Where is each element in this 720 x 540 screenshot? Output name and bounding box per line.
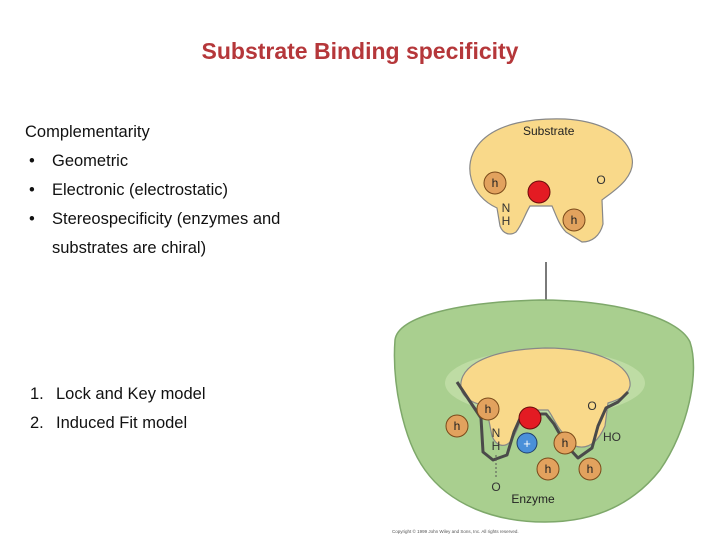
bound-h-circle-left bbox=[476, 397, 500, 421]
substrate-label: Substrate bbox=[523, 124, 575, 138]
enzyme-h-circle-outer-left bbox=[445, 414, 469, 438]
bullet-stereospecificity: Stereospecificity (enzymes and substrate… bbox=[25, 205, 355, 263]
bound-o-label: O bbox=[587, 399, 596, 413]
model-list: 1.Lock and Key model 2.Induced Fit model bbox=[30, 380, 206, 438]
bound-n-label: N bbox=[492, 426, 501, 440]
substrate-n-label: N bbox=[502, 201, 511, 215]
bound-h-circle-right bbox=[553, 431, 577, 455]
bound-h-text-right: h bbox=[562, 436, 569, 450]
copyright-text: Copyright © 1999 John Wiley and Sons, In… bbox=[392, 528, 519, 534]
bound-negative-charge bbox=[518, 406, 542, 430]
bound-hydrogen-label: H bbox=[492, 439, 501, 453]
content-block: Complementarity Geometric Electronic (el… bbox=[25, 118, 355, 263]
substrate-h-circle-right bbox=[562, 208, 586, 232]
bullet-geometric: Geometric bbox=[25, 147, 355, 176]
enzyme-label: Enzyme bbox=[511, 492, 555, 506]
slide-title: Substrate Binding specificity bbox=[201, 38, 519, 64]
enzyme-pocket-outline bbox=[455, 381, 630, 462]
enzyme-ho-label: HO bbox=[603, 430, 621, 444]
enzyme-h-text-outer-left: h bbox=[454, 419, 461, 433]
complementarity-heading: Complementarity bbox=[25, 123, 150, 141]
model-induced-fit: 2.Induced Fit model bbox=[30, 414, 188, 432]
substrate-bound bbox=[460, 347, 631, 448]
enzyme-h-text-bottom-middle: h bbox=[545, 462, 552, 476]
enzyme-positive-charge bbox=[516, 432, 538, 454]
enzyme-plus-label: + bbox=[523, 436, 531, 451]
model-lock-and-key: 1.Lock and Key model bbox=[30, 385, 206, 403]
enzyme-h-text-bottom-right: h bbox=[587, 462, 594, 476]
bullet-electronic: Electronic (electrostatic) bbox=[25, 176, 355, 205]
substrate-h-circle-left bbox=[483, 171, 507, 195]
substrate-free bbox=[469, 118, 633, 243]
substrate-h-text-right: h bbox=[571, 213, 578, 227]
bound-h-text-left: h bbox=[485, 402, 492, 416]
complementarity-list: Geometric Electronic (electrostatic) Ste… bbox=[25, 147, 355, 263]
substrate-o-label: O bbox=[596, 173, 605, 187]
substrate-negative-charge bbox=[527, 180, 551, 204]
enzyme-h-circle-bottom-right bbox=[578, 457, 602, 481]
substrate-hydrogen-label: H bbox=[502, 214, 511, 228]
enzyme-h-circle-bottom-middle bbox=[536, 457, 560, 481]
substrate-h-text-left: h bbox=[492, 176, 499, 190]
enzyme-o-label-bottom: O bbox=[491, 480, 500, 494]
